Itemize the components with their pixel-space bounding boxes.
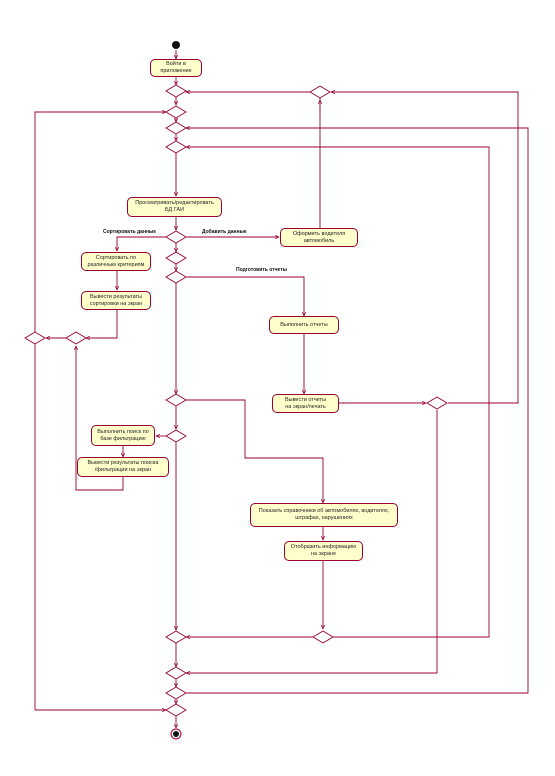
activity-search-filter: Выполнить поиск по базе фильтрацию: [91, 425, 155, 446]
activity-print-reports: Вывести отчеты на экран/печать: [272, 394, 339, 413]
merge-diamond: [312, 630, 334, 644]
activity-show-reference: Показать справочники об автомобилях, вод…: [250, 503, 398, 527]
merge-diamond: [309, 85, 331, 99]
merge-diamond: [165, 686, 187, 700]
decision-diamond: [165, 429, 187, 443]
activity-make-reports: Выполнить отчеты: [269, 316, 339, 334]
activity-sort-criteria: Сортировать по различным критериям: [81, 252, 151, 271]
merge-diamond: [165, 703, 187, 717]
decision-diamond: [165, 230, 187, 244]
activity-login: Войти в приложение: [150, 59, 202, 77]
merge-diamond: [165, 84, 187, 98]
activity-view-db: Просматривать/редактировать БД ГАИ: [127, 197, 222, 217]
merge-diamond: [24, 331, 46, 345]
merge-diamond: [165, 630, 187, 644]
merge-diamond: [426, 396, 448, 410]
start-node: [172, 41, 180, 49]
end-node: [173, 731, 179, 737]
guard-reports: Подготовить отчеты: [236, 267, 287, 273]
decision-diamond: [165, 270, 187, 284]
merge-diamond: [165, 105, 187, 119]
decision-diamond: [165, 393, 187, 407]
guard-add: Добавить данные: [202, 229, 247, 235]
merge-diamond: [65, 331, 87, 345]
decision-diamond: [165, 251, 187, 265]
activity-display-info: Отобразить информацию на экране: [284, 541, 363, 561]
merge-diamond: [165, 140, 187, 154]
activity-show-sort-results: Вывести результаты сортировки на экран: [81, 291, 151, 310]
merge-diamond: [165, 666, 187, 680]
activity-register-driver: Оформить водителя автомобиль: [280, 228, 358, 247]
merge-diamond: [165, 121, 187, 135]
end-node-ring: [170, 728, 182, 740]
activity-show-search-results: Вывести результаты поиска /фильтрации на…: [77, 457, 169, 477]
guard-sort: Сортировать данные: [103, 229, 157, 235]
